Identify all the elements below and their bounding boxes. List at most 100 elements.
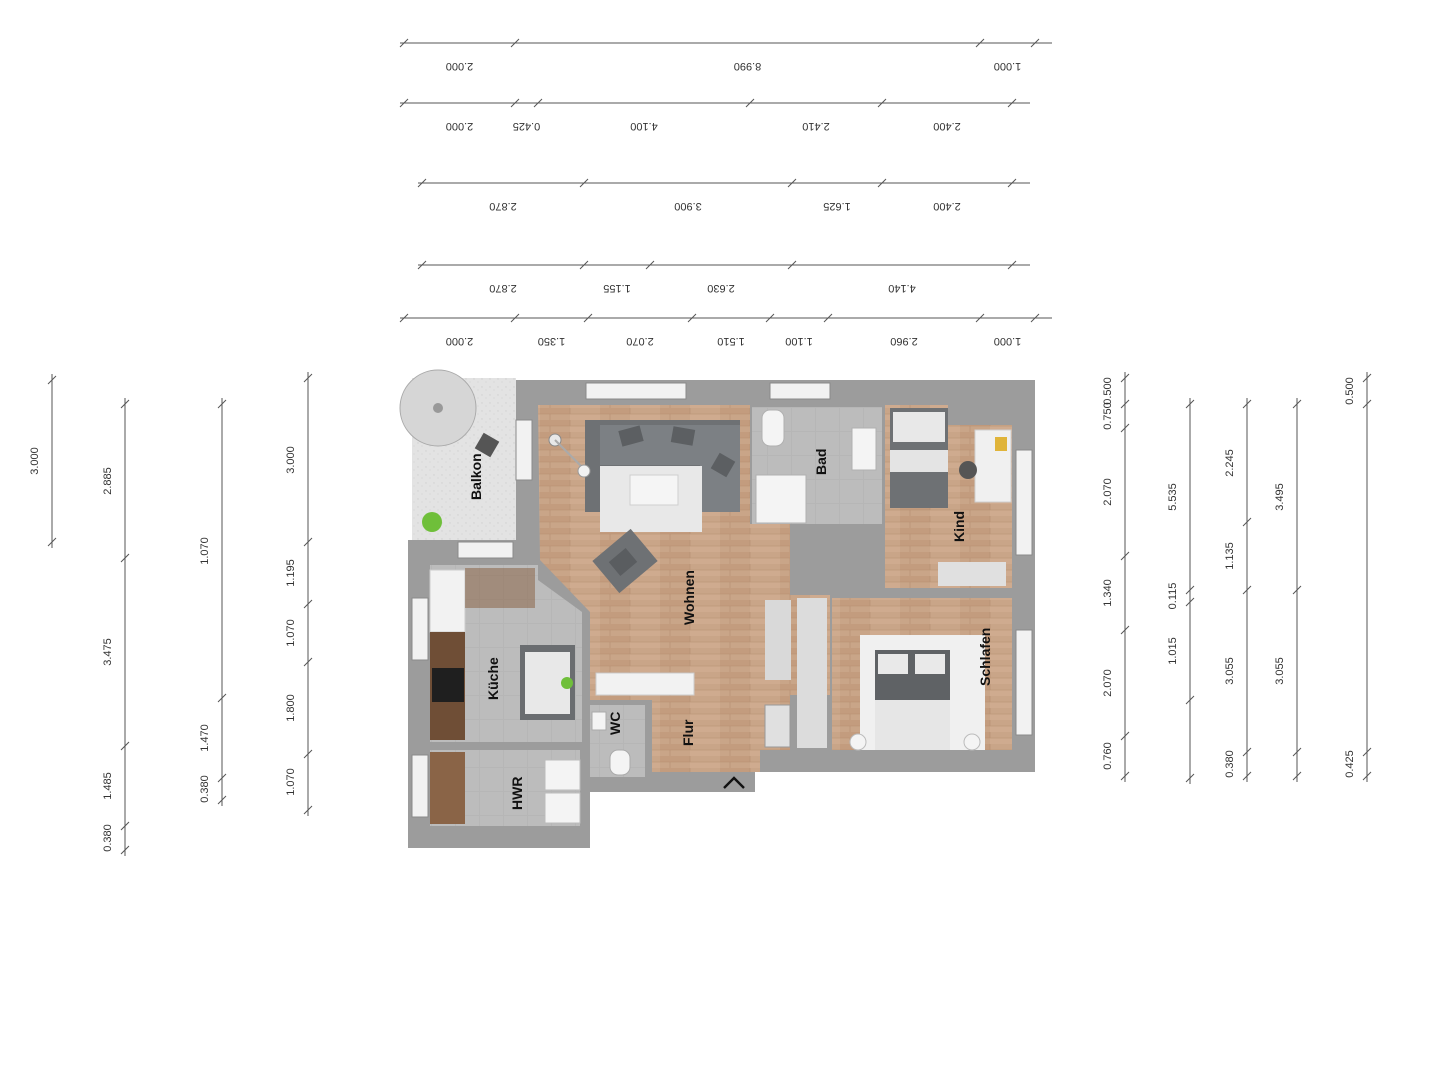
dimension-tick — [645, 260, 655, 270]
coffee-table — [629, 474, 679, 506]
dimension-tick — [1292, 585, 1302, 595]
dimension-label: 2.400 — [933, 120, 961, 132]
dimension-tick — [877, 98, 887, 108]
dimension-tick — [823, 313, 833, 323]
dimension-label: 0.750 — [1102, 402, 1114, 430]
dimension-tick — [1120, 625, 1130, 635]
dimension-label: 2.070 — [1102, 669, 1114, 697]
dimension-label: 2.885 — [102, 467, 114, 495]
dimension-tick — [533, 98, 543, 108]
dimension-label: 0.380 — [102, 824, 114, 852]
room-label-balkon: Balkon — [468, 453, 484, 500]
room-label-wc: WC — [607, 712, 623, 735]
wardrobe — [765, 600, 791, 680]
dimension-tick — [1185, 399, 1195, 409]
dimension-label: 1.195 — [285, 559, 297, 587]
sideboard — [595, 672, 695, 696]
dimension-label: 1.000 — [994, 335, 1022, 347]
dimension-label: 2.960 — [890, 335, 918, 347]
dimension-label: 1.485 — [102, 772, 114, 800]
dimension-tick — [120, 845, 130, 855]
dimension-tick — [787, 178, 797, 188]
kind-furniture — [890, 408, 1012, 586]
room-label-flur: Flur — [680, 719, 696, 746]
dimension-tick — [745, 98, 755, 108]
dimension-label: 3.900 — [674, 200, 702, 212]
dimension-label: 0.760 — [1102, 742, 1114, 770]
dimension-tick — [120, 553, 130, 563]
dimension-label: 1.625 — [823, 200, 851, 212]
dimension-tick — [510, 98, 520, 108]
dimension-label: 2.870 — [489, 282, 517, 294]
dimension-label: 3.055 — [1224, 657, 1236, 685]
dimension-tick — [1362, 373, 1372, 383]
dimension-tick — [399, 313, 409, 323]
dimension-label: 1.350 — [538, 335, 566, 347]
toilet — [609, 749, 631, 776]
dimension-tick — [217, 773, 227, 783]
dimension-tick — [417, 178, 427, 188]
dimension-tick — [120, 741, 130, 751]
dimension-label: 0.380 — [199, 775, 211, 803]
room-label-bad: Bad — [813, 449, 829, 475]
entrance-arrow-icon — [723, 776, 745, 789]
flur-floor — [652, 700, 760, 772]
dimension-tick — [1185, 773, 1195, 783]
dimension-tick — [303, 805, 313, 815]
dimension-tick — [1120, 399, 1130, 409]
dimension-label: 1.510 — [717, 335, 745, 347]
dimension-label: 1.800 — [285, 694, 297, 722]
room-label-kind: Kind — [951, 511, 967, 542]
dimension-tick — [1242, 517, 1252, 527]
dimension-label: 1.135 — [1224, 542, 1236, 570]
dimension-tick — [1007, 98, 1017, 108]
dimension-tick — [303, 657, 313, 667]
dimension-tick — [217, 399, 227, 409]
dimension-tick — [1030, 313, 1040, 323]
hwr-fixtures — [430, 752, 581, 824]
dimension-label: 2.070 — [626, 335, 654, 347]
dimension-tick — [1185, 585, 1195, 595]
dimension-label: 3.000 — [285, 446, 297, 474]
right-dimension-chains: 0.5000.7502.0701.3402.0700.7605.5350.115… — [1102, 372, 1372, 784]
shaft — [764, 704, 791, 748]
dimension-label: 3.000 — [29, 447, 41, 475]
dimension-tick — [1120, 373, 1130, 383]
room-label-hwr: HWR — [509, 777, 525, 810]
dimension-tick — [1007, 260, 1017, 270]
dimension-tick — [47, 375, 57, 385]
dimension-label: 0.500 — [1344, 377, 1356, 405]
dimension-tick — [510, 313, 520, 323]
apartment — [399, 369, 1035, 848]
dimension-tick — [303, 599, 313, 609]
dimension-label: 0.425 — [1344, 750, 1356, 778]
dimension-label: 4.100 — [630, 120, 658, 132]
dimension-label: 2.400 — [933, 200, 961, 212]
dimension-label: 1.070 — [285, 619, 297, 647]
dimension-label: 0.500 — [1102, 377, 1114, 405]
dimension-tick — [787, 260, 797, 270]
dimension-label: 0.380 — [1224, 750, 1236, 778]
room-label-wohnen: Wohnen — [681, 570, 697, 625]
dimension-tick — [217, 795, 227, 805]
dimension-label: 2.245 — [1224, 449, 1236, 477]
wc-sink — [591, 711, 607, 731]
double-bed — [849, 635, 985, 751]
dimension-tick — [765, 313, 775, 323]
dimension-label: 1.000 — [994, 60, 1022, 72]
dimension-label: 2.070 — [1102, 478, 1114, 506]
dimension-label: 3.055 — [1274, 657, 1286, 685]
balcony-furniture — [399, 369, 500, 532]
dimension-tick — [120, 821, 130, 831]
dimension-tick — [1185, 695, 1195, 705]
room-label-kueche: Küche — [485, 657, 501, 700]
dimension-tick — [975, 38, 985, 48]
dimension-label: 1.100 — [785, 335, 813, 347]
dimension-tick — [399, 98, 409, 108]
dimension-tick — [1292, 747, 1302, 757]
dimension-tick — [583, 313, 593, 323]
dimension-label: 1.340 — [1102, 579, 1114, 607]
dimension-label: 2.000 — [446, 60, 474, 72]
